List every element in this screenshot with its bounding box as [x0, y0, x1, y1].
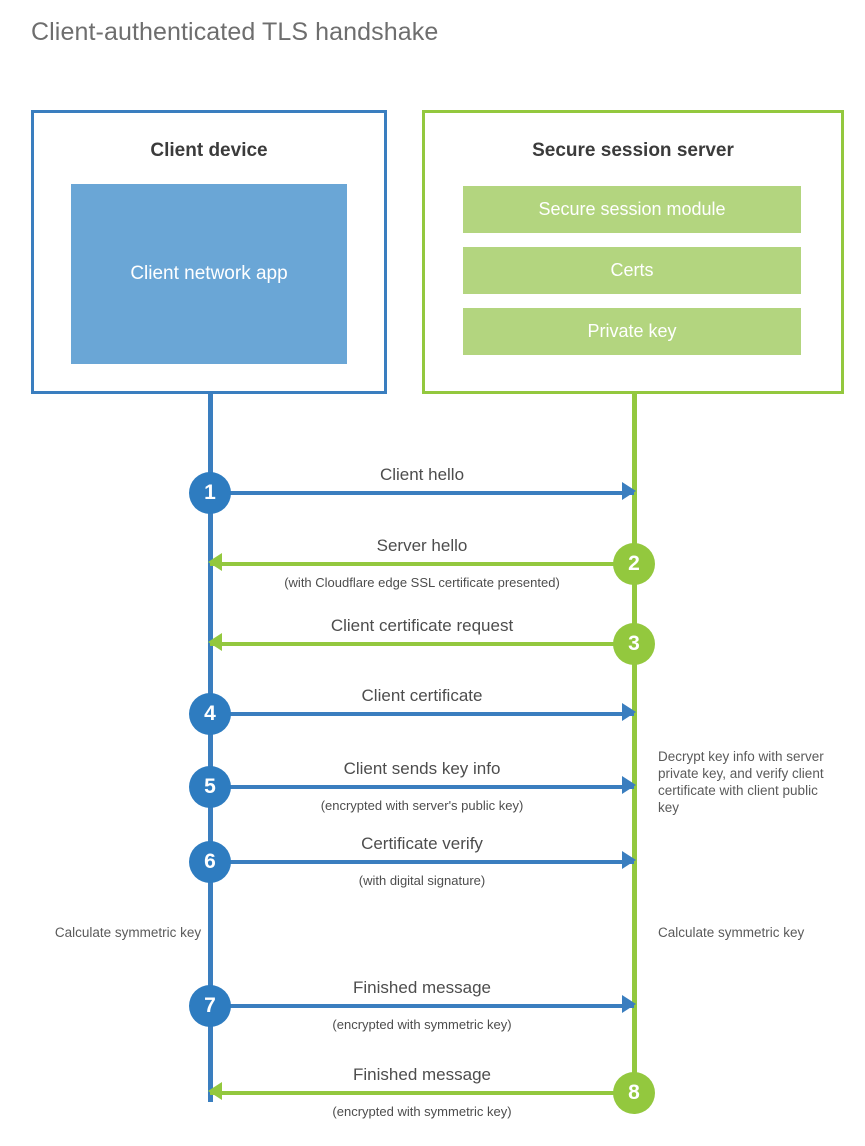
server-lifeline: [632, 392, 637, 1092]
step-circle-6[interactable]: 6: [189, 841, 231, 883]
secure-session-server-title: Secure session server: [532, 140, 734, 161]
message-label-3: Client certificate request: [330, 616, 514, 635]
server-component-private-key: Private key: [463, 308, 801, 355]
message-sublabel-7: (encrypted with symmetric key): [332, 1017, 512, 1032]
message-label-4: Client certificate: [361, 686, 483, 705]
message-arrow-5: [210, 785, 634, 789]
message-arrow-3: [210, 642, 634, 646]
server-component-secure-session-module: Secure session module: [463, 186, 801, 233]
client-device-box: Client device Client network app: [31, 110, 387, 394]
arrowhead-7: [622, 995, 636, 1013]
step-circle-3[interactable]: 3: [613, 623, 655, 665]
arrowhead-5: [622, 776, 636, 794]
step-circle-7[interactable]: 7: [189, 985, 231, 1027]
message-sublabel-5: (encrypted with server's public key): [320, 798, 524, 813]
arrowhead-1: [622, 482, 636, 500]
client-network-app-block: Client network app: [71, 184, 347, 364]
message-label-5: Client sends key info: [343, 759, 501, 778]
message-arrow-8: [210, 1091, 634, 1095]
page-title: Client-authenticated TLS handshake: [31, 18, 439, 46]
message-label-7: Finished message: [353, 978, 491, 997]
client-device-title: Client device: [150, 140, 268, 161]
message-label-1: Client hello: [379, 465, 465, 484]
message-sublabel-6: (with digital signature): [358, 873, 486, 888]
message-arrow-6: [210, 860, 634, 864]
message-arrow-7: [210, 1004, 634, 1008]
client-lifeline: [208, 392, 213, 1102]
client-calculate-symmetric-key-annotation: Calculate symmetric key: [54, 925, 202, 940]
server-decrypt-annotation: Decrypt key info with server private key…: [658, 749, 824, 815]
server-component-certs: Certs: [463, 247, 801, 294]
message-sublabel-2: (with Cloudflare edge SSL certificate pr…: [284, 575, 560, 590]
arrowhead-3: [208, 633, 222, 651]
server-calculate-symmetric-key-annotation: Calculate symmetric key: [658, 925, 805, 940]
step-circle-5[interactable]: 5: [189, 766, 231, 808]
step-circle-8[interactable]: 8: [613, 1072, 655, 1114]
step-circle-1[interactable]: 1: [189, 472, 231, 514]
step-circle-2[interactable]: 2: [613, 543, 655, 585]
secure-session-server-box: Secure session server Secure session mod…: [422, 110, 844, 394]
message-arrow-4: [210, 712, 634, 716]
message-label-2: Server hello: [376, 536, 468, 555]
message-sublabel-8: (encrypted with symmetric key): [332, 1104, 512, 1119]
arrowhead-4: [622, 703, 636, 721]
message-arrow-1: [210, 491, 634, 495]
message-label-6: Certificate verify: [361, 834, 483, 853]
message-arrow-2: [210, 562, 634, 566]
message-label-8: Finished message: [353, 1065, 491, 1084]
arrowhead-2: [208, 553, 222, 571]
step-circle-4[interactable]: 4: [189, 693, 231, 735]
arrowhead-6: [622, 851, 636, 869]
arrowhead-8: [208, 1082, 222, 1100]
